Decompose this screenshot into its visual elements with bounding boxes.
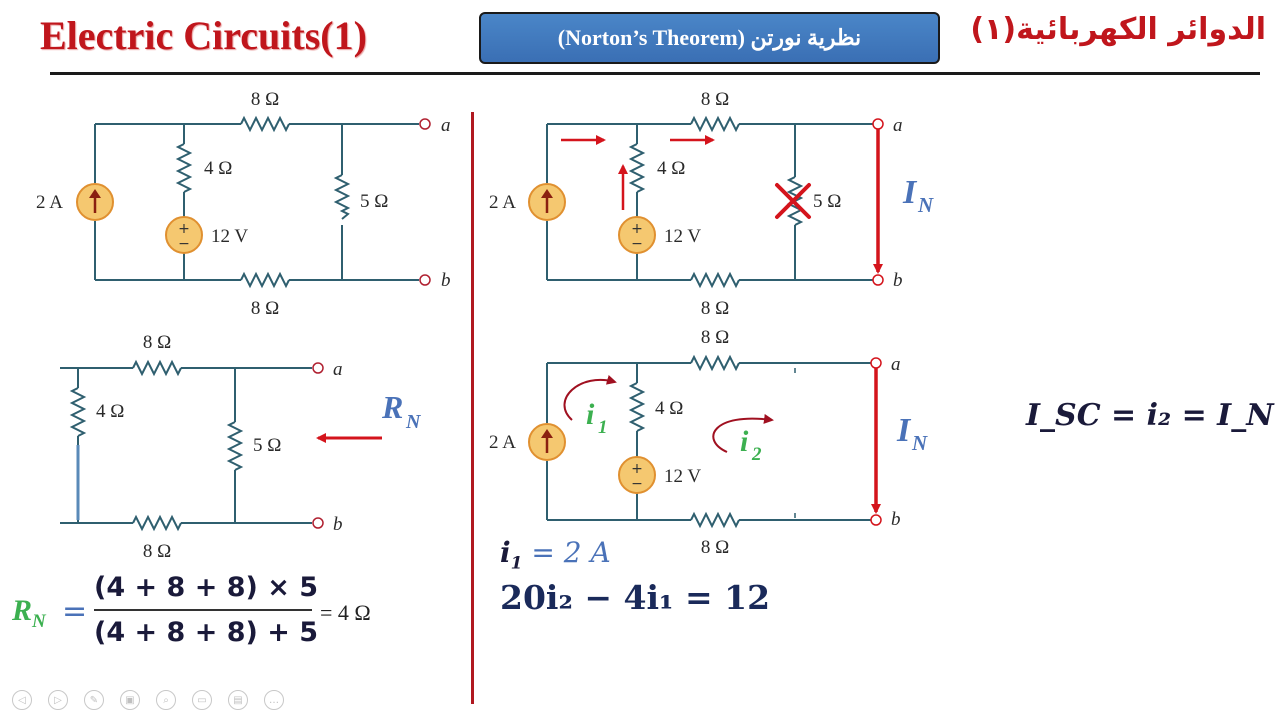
mesh2-arrow bbox=[712, 413, 774, 453]
isc-circuit bbox=[546, 115, 877, 289]
label-4ohm: 4 Ω bbox=[204, 158, 232, 179]
mesh1-label-sub: 1 bbox=[598, 417, 608, 438]
mesh-circuit bbox=[546, 354, 877, 529]
rn-formula-sub: N bbox=[32, 611, 46, 632]
isc-terminal-a bbox=[872, 118, 884, 130]
isc-terminal-b bbox=[872, 274, 884, 286]
original-circuit bbox=[94, 115, 419, 289]
isc-current-source bbox=[528, 183, 566, 221]
mesh-voltage-source: + − bbox=[618, 456, 656, 494]
rn-numerator: (4 + 8 + 8) × 5 bbox=[94, 572, 319, 603]
svg-text:−: − bbox=[631, 476, 643, 492]
mesh-label-top: 8 Ω bbox=[701, 327, 729, 348]
in-label-top: I bbox=[902, 174, 918, 211]
mesh2-label-sub: 2 bbox=[751, 444, 762, 465]
mesh-label-a: a bbox=[891, 354, 901, 375]
isc-label-2a: 2 A bbox=[489, 192, 516, 213]
i1-equation: i1 = 2 A bbox=[500, 536, 611, 574]
column-divider bbox=[471, 112, 474, 704]
rn-terminal-b bbox=[312, 517, 324, 529]
svg-text:+: + bbox=[631, 221, 643, 237]
rn-label-b: b bbox=[333, 514, 343, 535]
in-label-top-sub: N bbox=[917, 193, 934, 217]
label-2a: 2 A bbox=[36, 192, 63, 213]
more-icon[interactable]: … bbox=[264, 690, 284, 710]
removed-resistor-cross-icon bbox=[775, 183, 811, 219]
rn-label-bottom: 8 Ω bbox=[143, 541, 171, 562]
isc-equation: I_SC = i₂ = I_N bbox=[1026, 398, 1274, 433]
rn-denominator: (4 + 8 + 8) + 5 bbox=[94, 617, 319, 648]
rn-label-sub: N bbox=[405, 411, 422, 433]
mesh-equation: 20i₂ − 4i₁ = 12 bbox=[500, 578, 771, 617]
rn-label: R bbox=[381, 389, 403, 425]
label-5ohm: 5 Ω bbox=[360, 191, 388, 212]
isc-label-5ohm: 5 Ω bbox=[813, 191, 841, 212]
label-top-8ohm: 8 Ω bbox=[251, 89, 279, 110]
next-icon[interactable]: ▷ bbox=[48, 690, 68, 710]
rn-label-top: 8 Ω bbox=[143, 332, 171, 353]
mesh-label-2a: 2 A bbox=[489, 432, 516, 453]
mesh2-label: i bbox=[740, 425, 749, 458]
mesh-label-b: b bbox=[891, 509, 901, 530]
i1-sub: 1 bbox=[510, 553, 523, 574]
mesh1-label: i bbox=[586, 398, 595, 431]
i1-rhs: = 2 A bbox=[522, 536, 611, 569]
pen-icon[interactable]: ✎ bbox=[84, 690, 104, 710]
zoom-icon[interactable]: ⌕ bbox=[156, 690, 176, 710]
label-12v: 12 V bbox=[211, 226, 248, 247]
isc-label-4ohm: 4 Ω bbox=[657, 158, 685, 179]
i1-var: i bbox=[500, 536, 511, 569]
mesh-label-4ohm: 4 Ω bbox=[655, 398, 683, 419]
mesh-current-source bbox=[528, 423, 566, 461]
isc-label-12v: 12 V bbox=[664, 226, 701, 247]
svg-text:+: + bbox=[631, 461, 643, 477]
mesh-label-bottom: 8 Ω bbox=[701, 537, 729, 558]
svg-text:−: − bbox=[631, 236, 643, 252]
svg-text:−: − bbox=[178, 236, 190, 252]
prev-icon[interactable]: ◁ bbox=[12, 690, 32, 710]
in-label-bottom: I bbox=[896, 412, 912, 449]
label-node-b: b bbox=[441, 270, 451, 291]
isc-voltage-source: + − bbox=[618, 216, 656, 254]
isc-label-bottom: 8 Ω bbox=[701, 298, 729, 319]
topic-banner: (Norton’s Theorem) نظرية نورتن bbox=[479, 12, 940, 64]
terminal-a bbox=[419, 118, 431, 130]
label-node-a: a bbox=[441, 115, 451, 136]
svg-text:+: + bbox=[178, 221, 190, 237]
mesh-terminal-b bbox=[870, 514, 882, 526]
fraction-bar bbox=[94, 609, 312, 611]
screen-icon[interactable]: ▤ bbox=[228, 690, 248, 710]
course-title: Electric Circuits(1) bbox=[40, 13, 367, 58]
isc-label-b: b bbox=[893, 270, 903, 291]
topic-text: (Norton’s Theorem) نظرية نورتن bbox=[557, 25, 862, 50]
rn-formula-lhs: RN bbox=[12, 594, 46, 633]
mesh1-arrow bbox=[563, 375, 617, 421]
copy-icon[interactable]: ▣ bbox=[120, 690, 140, 710]
rn-formula-r: R bbox=[12, 594, 33, 627]
voltage-source-12v: + − bbox=[165, 216, 203, 254]
subtitle-icon[interactable]: ▭ bbox=[192, 690, 212, 710]
rn-label-5ohm: 5 Ω bbox=[253, 435, 281, 456]
rn-label-4ohm: 4 Ω bbox=[96, 401, 124, 422]
rn-fraction: (4 + 8 + 8) × 5 (4 + 8 + 8) + 5 bbox=[94, 572, 319, 648]
isc-label-top: 8 Ω bbox=[701, 89, 729, 110]
course-title-arabic: الدوائر الكهربائية(١) bbox=[970, 12, 1266, 47]
mesh-terminal-a bbox=[870, 357, 882, 369]
label-bottom-8ohm: 8 Ω bbox=[251, 298, 279, 319]
rn-result: = 4 Ω bbox=[320, 600, 371, 625]
rn-label-a: a bbox=[333, 359, 343, 380]
rn-formula-equals: = bbox=[62, 594, 88, 629]
isc-label-a: a bbox=[893, 115, 903, 136]
in-label-bottom-sub: N bbox=[911, 431, 928, 455]
terminal-b bbox=[419, 274, 431, 286]
mesh-label-12v: 12 V bbox=[664, 466, 701, 487]
current-source-2a bbox=[76, 183, 114, 221]
rn-terminal-a bbox=[312, 362, 324, 374]
header-rule bbox=[50, 72, 1260, 75]
